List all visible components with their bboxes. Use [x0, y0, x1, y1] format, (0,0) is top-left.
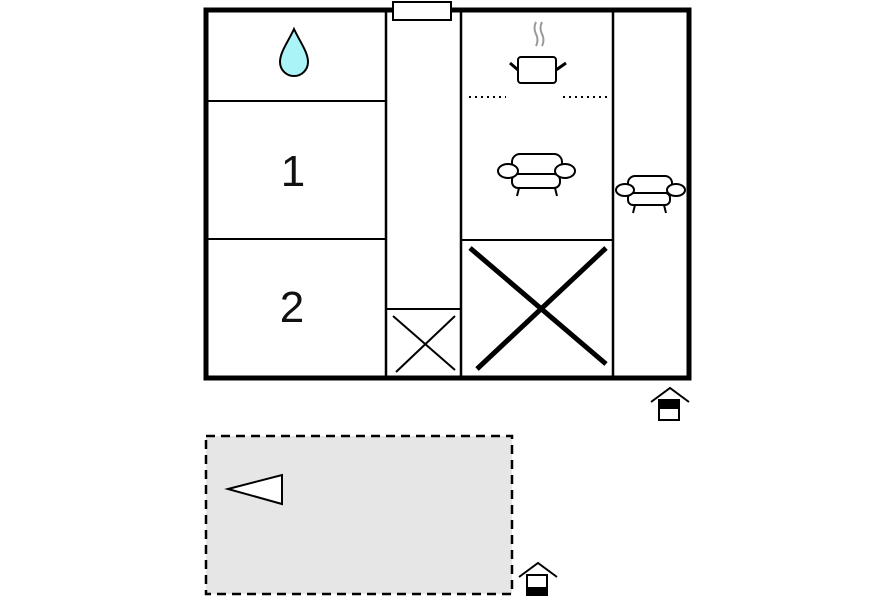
window: [392, 1, 452, 21]
cross-icon: [468, 246, 608, 371]
water-drop-icon: [278, 26, 310, 77]
cross-icon: [392, 315, 456, 373]
terrace: [204, 434, 514, 596]
entrance-icon: [650, 386, 690, 421]
room-label-bedroom-1: 1: [280, 147, 306, 196]
cooking-pot-icon: [509, 21, 567, 84]
direction-triangle-icon: [224, 473, 283, 506]
armchair-icon: [497, 153, 576, 197]
armchair-icon: [615, 175, 686, 214]
entrance-icon: [518, 561, 558, 596]
room-label-bedroom-2: 2: [279, 283, 305, 332]
